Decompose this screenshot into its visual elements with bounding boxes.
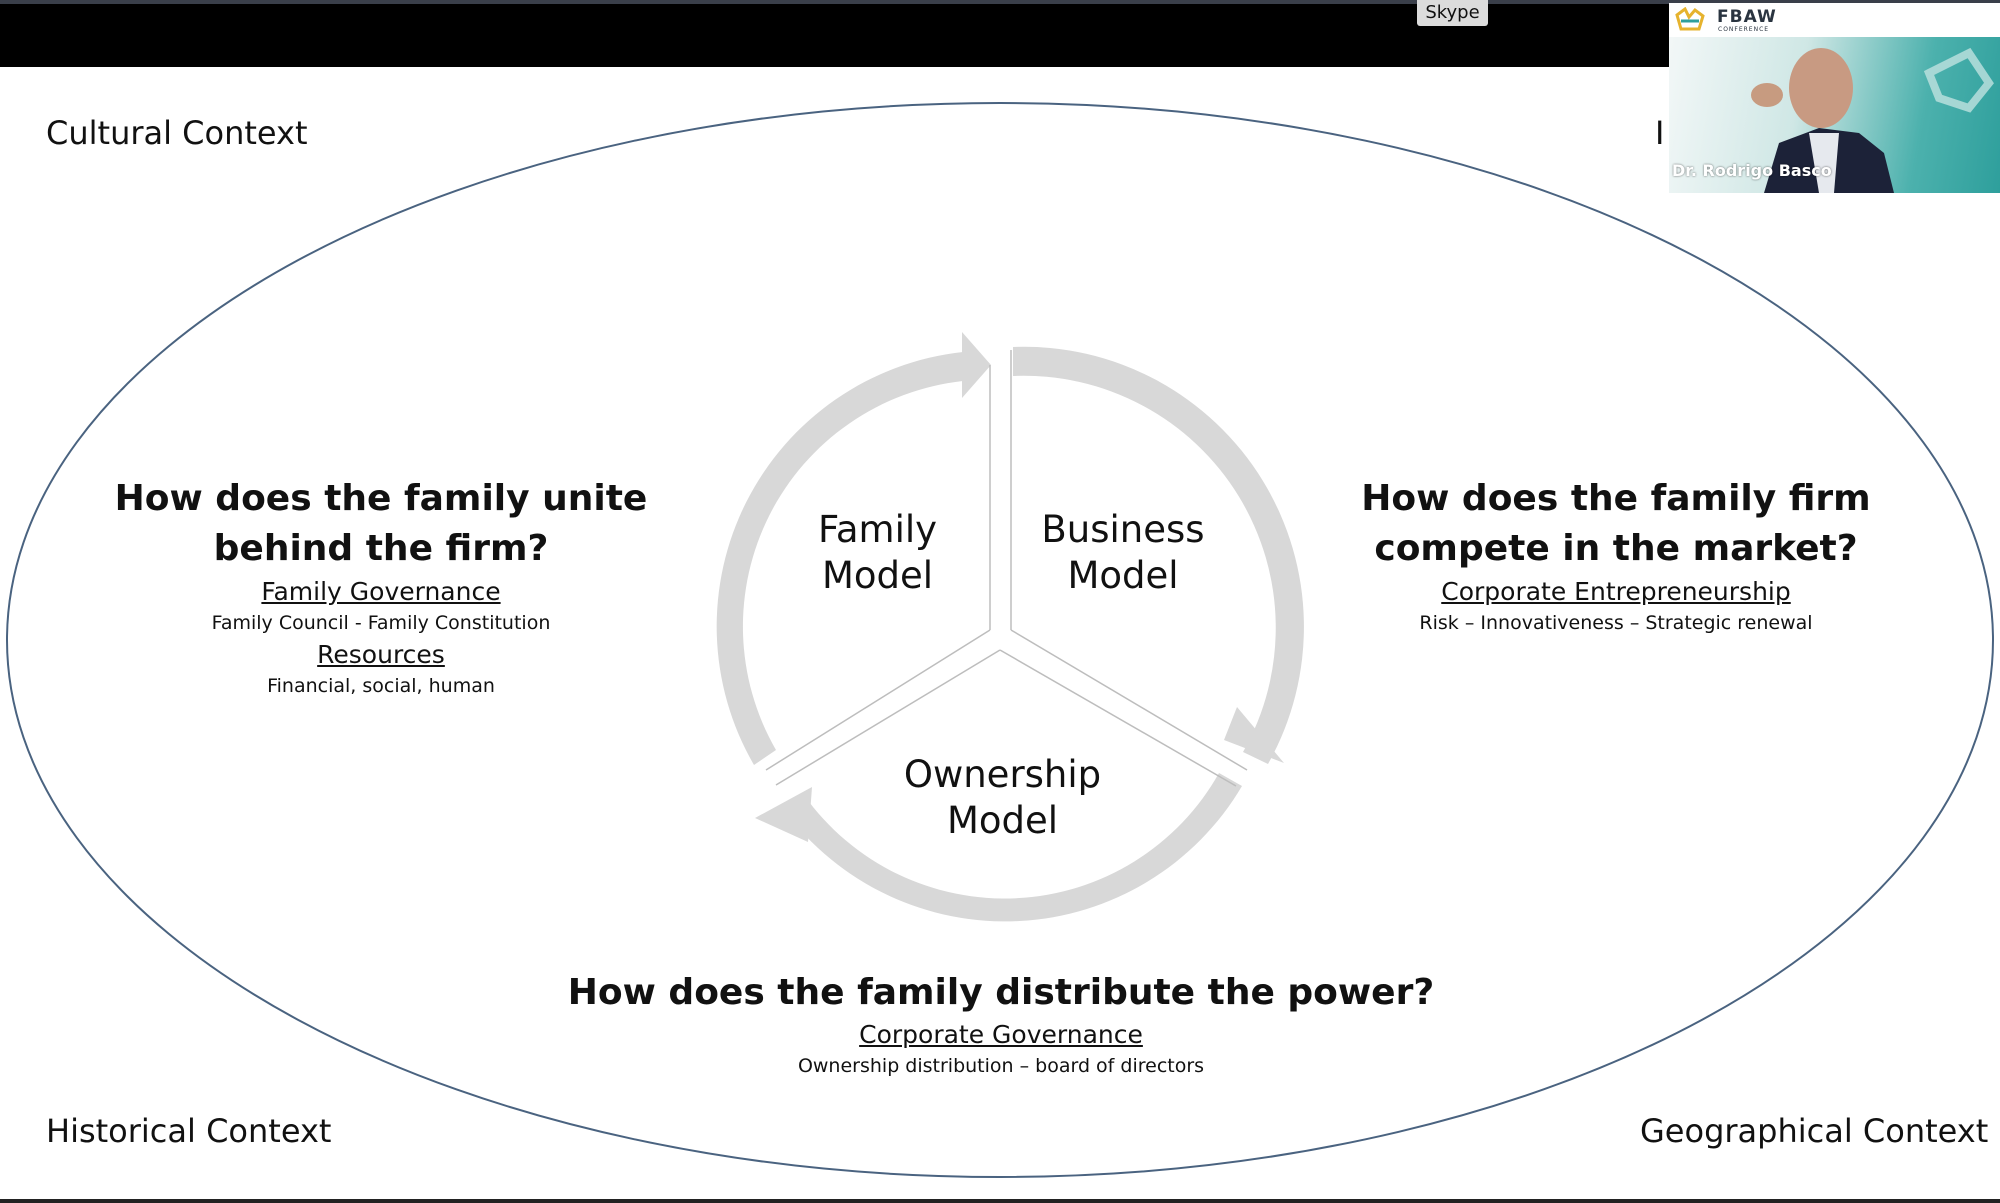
right-question: How does the family firm compete in the … bbox=[1361, 478, 1871, 569]
context-ellipse bbox=[6, 102, 1994, 1178]
fbaw-logo-text: FBAW bbox=[1717, 7, 1777, 27]
speaker-video[interactable]: FBAW CONFERENCE Dr. Rodrigo Basco bbox=[1669, 3, 2000, 193]
resources-text: Financial, social, human bbox=[267, 675, 495, 697]
corporate-entrepreneurship-text: Risk – Innovativeness – Strategic renewa… bbox=[1419, 612, 1813, 634]
corporate-entrepreneurship-heading: Corporate Entrepreneurship bbox=[1441, 577, 1791, 606]
cycle-arrowhead-family bbox=[962, 332, 991, 398]
cycle-arrowhead-business bbox=[1224, 707, 1284, 763]
speaker-figure bbox=[1751, 47, 1994, 193]
business-model-label: Business Model bbox=[1041, 508, 1205, 597]
cycle-dividers bbox=[765, 350, 1248, 787]
window-bottom-rim bbox=[0, 1199, 2000, 1203]
cycle-arrowhead-ownership bbox=[755, 787, 812, 842]
cultural-context-label: Cultural Context bbox=[46, 114, 308, 152]
resources-heading: Resources bbox=[317, 640, 445, 669]
window-top-rim bbox=[0, 0, 2000, 4]
left-question: How does the family unite behind the fir… bbox=[114, 478, 648, 569]
skype-tab[interactable]: Skype bbox=[1417, 0, 1488, 26]
corporate-governance-heading: Corporate Governance bbox=[859, 1020, 1143, 1049]
bottom-question: How does the family distribute the power… bbox=[567, 972, 1435, 1013]
cycle-arc-right bbox=[1013, 346, 1304, 764]
institutional-context-label: I bbox=[1655, 114, 1665, 152]
historical-context-label: Historical Context bbox=[46, 1112, 332, 1150]
corporate-governance-text: Ownership distribution – board of direct… bbox=[797, 1055, 1205, 1077]
fbaw-logo-icon bbox=[1675, 7, 1705, 31]
cycle-arc-left bbox=[716, 352, 963, 765]
ownership-model-label: Ownership Model bbox=[903, 753, 1102, 842]
video-header: FBAW CONFERENCE bbox=[1669, 3, 2000, 37]
family-governance-heading: Family Governance bbox=[261, 577, 501, 606]
fbaw-logo-subtitle: CONFERENCE bbox=[1718, 26, 1770, 33]
family-model-label: Family Model bbox=[817, 508, 938, 597]
window-top-bar bbox=[0, 0, 2000, 67]
slide-graphics bbox=[6, 102, 1994, 1178]
cycle-diagram bbox=[716, 332, 1304, 922]
cycle-arc-bottom bbox=[784, 773, 1242, 922]
speaker-name-label: Dr. Rodrigo Basco bbox=[1672, 161, 1832, 180]
family-governance-text: Family Council - Family Constitution bbox=[211, 612, 551, 634]
geographical-context-label: Geographical Context bbox=[1640, 1112, 1989, 1150]
